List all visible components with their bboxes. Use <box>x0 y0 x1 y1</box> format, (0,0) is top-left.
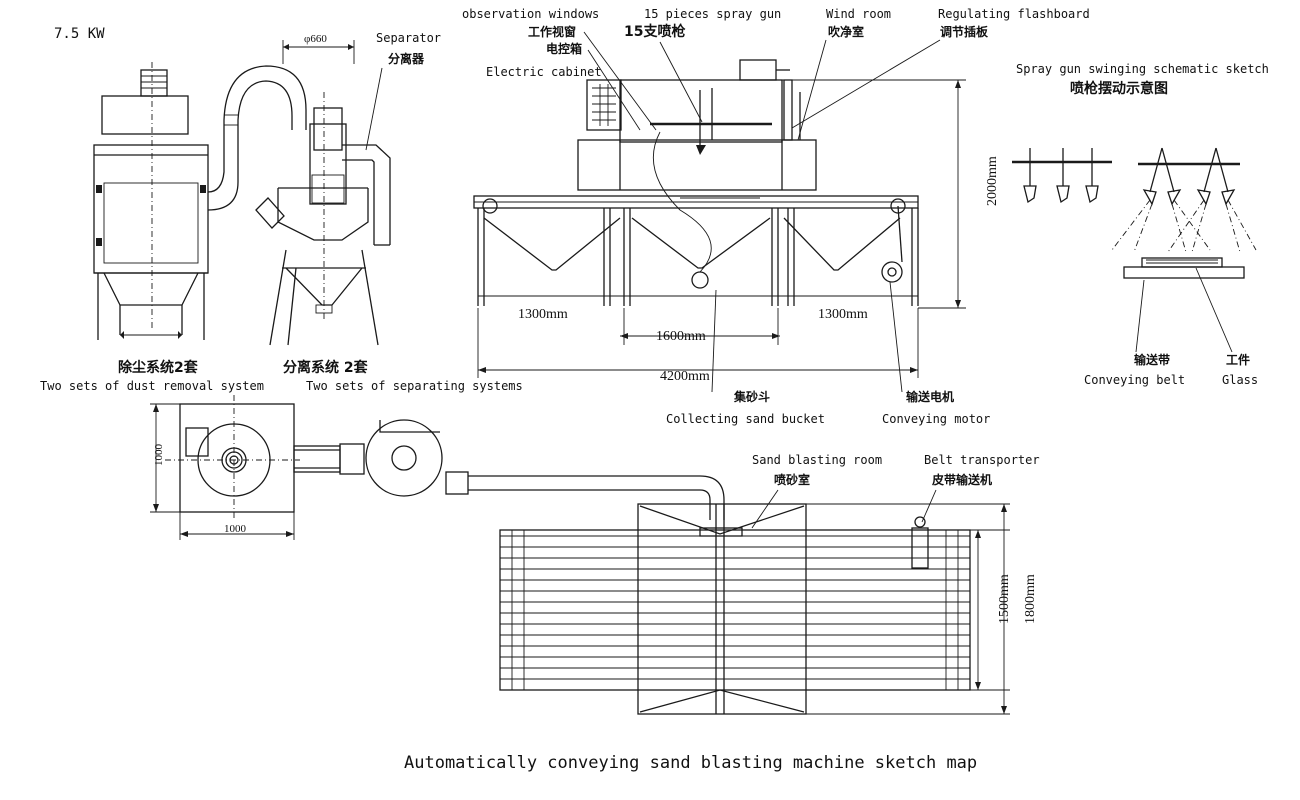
transporter-label-cn: 皮带输送机 <box>931 472 992 487</box>
right-width-dimension: 1300mm <box>818 307 868 322</box>
flashboard-label-cn: 调节插板 <box>940 24 989 39</box>
middle-width-dimension: 1600mm <box>656 329 706 344</box>
separator-label-cn: 分离器 <box>388 51 425 66</box>
diagram-title: Automatically conveying sand blasting ma… <box>404 753 977 773</box>
flashboard-leader <box>791 39 941 129</box>
diameter-label: φ660 <box>304 33 327 45</box>
observation-leader <box>583 31 657 131</box>
separator-leader <box>365 67 383 151</box>
height-dimension: 2000mm <box>985 156 1000 206</box>
spray-gun-label-en: 15 pieces spray gun <box>644 7 781 21</box>
dust-label-cn: 除尘系统2套 <box>118 359 198 376</box>
observation-label-cn: 工作视窗 <box>528 24 576 39</box>
separator-label-en: Separator <box>376 31 441 45</box>
spray-gun-label-cn: 15支喷枪 <box>624 23 685 40</box>
wind-room-label-cn: 吹净室 <box>828 24 864 39</box>
blasting-room-label-cn: 喷砂室 <box>774 472 810 487</box>
dust-removal-unit <box>93 62 209 340</box>
total-width-dimension: 4200mm <box>660 369 710 384</box>
bucket-label-cn: 集砂斗 <box>733 389 770 404</box>
flashboard-label-en: Regulating flashboard <box>938 7 1090 21</box>
dust-label-en: Two sets of dust removal system <box>40 379 264 393</box>
motor-label-en: Conveying motor <box>882 412 990 426</box>
spray-gun-leader <box>659 41 703 123</box>
motor-label-cn: 输送电机 <box>906 389 954 404</box>
separator-system-label-cn: 分离系统 2套 <box>283 359 368 376</box>
spray-gun-swing-sketch <box>1012 147 1257 353</box>
cabinet-label-en: Electric cabinet <box>486 65 602 79</box>
separator-system-label-en: Two sets of separating systems <box>306 379 523 393</box>
motor-leader <box>889 281 903 393</box>
power-rating: 7.5 KW <box>54 26 105 42</box>
blasting-room-leader <box>751 489 779 529</box>
transporter-label-en: Belt transporter <box>924 453 1040 467</box>
plan-view <box>150 395 1010 715</box>
belt-label-cn: 输送带 <box>1134 352 1170 367</box>
left-width-dimension: 1300mm <box>518 307 568 322</box>
cabinet-label-cn: 电控箱 <box>546 41 582 56</box>
glass-label-cn: 工件 <box>1226 352 1250 367</box>
main-machine-elevation <box>473 59 966 378</box>
blasting-room-label-en: Sand blasting room <box>752 453 882 467</box>
belt-label-en: Conveying belt <box>1084 373 1185 387</box>
transporter-leader <box>921 489 937 523</box>
diameter-dimension: φ660 <box>282 33 355 64</box>
cabinet-leader <box>587 49 641 131</box>
plan-width-dimension: 1000 <box>224 523 247 535</box>
separator-unit <box>255 92 391 346</box>
swing-label-cn: 喷枪摆动示意图 <box>1070 80 1168 97</box>
plan-height-dimension: 1000 <box>153 444 165 467</box>
wind-room-label-en: Wind room <box>826 7 891 21</box>
bucket-leader <box>711 289 717 393</box>
wind-room-leader <box>797 39 827 141</box>
swing-label-en: Spray gun swinging schematic sketch <box>1016 62 1269 76</box>
duct-loop <box>207 65 307 211</box>
observation-label-en: observation windows <box>462 7 599 21</box>
glass-label-en: Glass <box>1222 373 1258 387</box>
room-width-dimension: 1800mm <box>1023 574 1038 624</box>
belt-width-dimension: 1500mm <box>997 574 1012 624</box>
bucket-label-en: Collecting sand bucket <box>666 412 825 426</box>
